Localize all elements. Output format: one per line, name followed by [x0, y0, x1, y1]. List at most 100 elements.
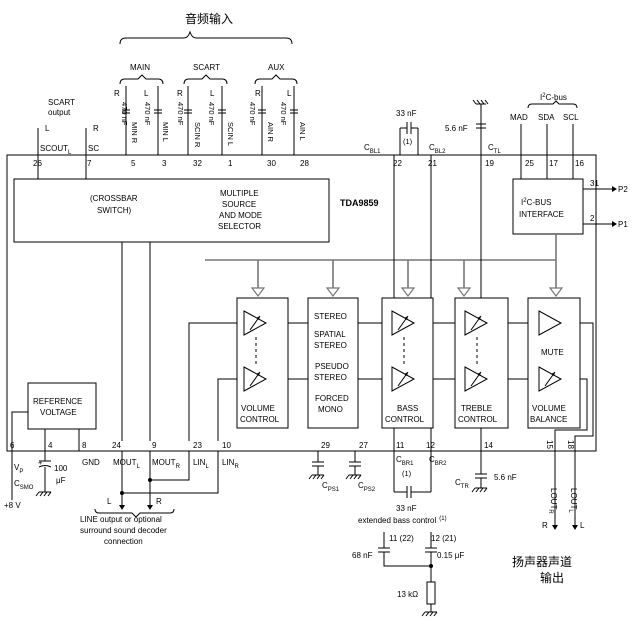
- cap-cbr: CBR1 CBR2 (1) 33 nF: [393, 428, 447, 513]
- svg-text:LOUTR: LOUTR: [547, 488, 558, 514]
- i2c-interface-label-2: INTERFACE: [519, 210, 564, 219]
- svg-text:15: 15: [545, 440, 554, 449]
- svg-text:AINL: AINL: [298, 122, 307, 141]
- svg-text:CTR: CTR: [455, 478, 469, 490]
- svg-text:L: L: [210, 89, 215, 98]
- selector-label-1: MULTIPLE: [220, 189, 259, 198]
- scout-l-label: SCOUTL: [40, 144, 72, 156]
- speaker-outputs: LOUTR LOUTL R L 扬声器声道 输出: [512, 451, 585, 585]
- scart-brace: [183, 74, 228, 85]
- mode-stereo: STEREO: [314, 312, 347, 321]
- scart-output-label-1: SCART: [48, 98, 75, 107]
- svg-text:21: 21: [428, 159, 437, 168]
- svg-text:CPS2: CPS2: [358, 481, 376, 493]
- input-aux-l: L 470 nF AINL 28: [279, 86, 309, 168]
- speaker-output-cn-2: 输出: [540, 570, 564, 585]
- svg-text:SCINR: SCINR: [193, 122, 202, 148]
- scart-output-label-2: output: [48, 108, 71, 117]
- main-brace: [119, 74, 164, 85]
- svg-text:4: 4: [48, 441, 53, 450]
- svg-text:470 nF: 470 nF: [143, 102, 152, 126]
- svg-text:MINR: MINR: [130, 122, 139, 144]
- svg-text:(1): (1): [403, 137, 413, 146]
- scout-r-label: SC: [88, 144, 99, 153]
- svg-text:470 nF: 470 nF: [207, 102, 216, 126]
- treble-amp-top: [464, 310, 489, 336]
- svg-text:470 nF: 470 nF: [120, 102, 129, 126]
- svg-text:33 nF: 33 nF: [396, 504, 417, 513]
- input-aux-r: R 470 nF AINR 30: [248, 86, 276, 168]
- svg-text:(1): (1): [402, 469, 412, 478]
- pin-7: 7: [87, 159, 92, 168]
- linl-label: LINL: [193, 458, 209, 470]
- svg-text:470 nF: 470 nF: [279, 102, 288, 126]
- group-main: MAIN: [130, 63, 150, 72]
- mute-amp: [538, 310, 563, 336]
- selector-label-3: AND MODE: [219, 211, 262, 220]
- input-brace: [119, 30, 293, 45]
- line-caption-2: surround sound decoder: [80, 526, 167, 535]
- svg-text:5.6 nF: 5.6 nF: [494, 473, 517, 482]
- plus8v-label: +8 V: [4, 501, 21, 510]
- svg-text:MONO: MONO: [318, 405, 343, 414]
- vp-label: VP: [14, 463, 23, 475]
- svg-text:10: 10: [222, 441, 231, 450]
- svg-text:CPS1: CPS1: [322, 481, 340, 493]
- mode-block: [307, 297, 359, 429]
- svg-text:68 nF: 68 nF: [352, 551, 373, 560]
- svg-text:CBR2: CBR2: [429, 455, 447, 467]
- linr-label: LINR: [222, 458, 239, 470]
- svg-text:30: 30: [267, 159, 276, 168]
- volume-amp-bottom: [243, 366, 268, 392]
- treble-label-2: CONTROL: [458, 415, 498, 424]
- chip-name: TDA9859: [340, 198, 379, 208]
- svg-text:11 (22): 11 (22): [389, 534, 414, 543]
- svg-text:33 nF: 33 nF: [396, 109, 417, 118]
- svg-text:CBL2: CBL2: [429, 143, 446, 155]
- i2c-interface-block: [512, 178, 584, 235]
- svg-text:STEREO: STEREO: [314, 341, 347, 350]
- c100-unit: μF: [56, 476, 66, 485]
- volume-control-block: [236, 297, 289, 429]
- treble-amp-bottom: [464, 366, 489, 392]
- svg-text:24: 24: [112, 441, 121, 450]
- cap-cps: CPS1 CPS2: [308, 451, 376, 493]
- chip-outline: [6, 154, 597, 452]
- svg-text:11: 11: [396, 441, 405, 450]
- input-scart-r: R 470 nF SCINR 32: [176, 86, 202, 168]
- c100-label: 100: [54, 464, 68, 473]
- svg-text:28: 28: [300, 159, 309, 168]
- crossbar-label-1: (CROSSBAR: [90, 194, 138, 203]
- svg-text:12 (21): 12 (21): [431, 534, 457, 543]
- svg-text:extended bass control(1): extended bass control(1): [358, 516, 447, 525]
- bass-amp-bottom: [391, 366, 416, 392]
- svg-text:2: 2: [590, 214, 595, 223]
- svg-text:SCL: SCL: [563, 113, 579, 122]
- group-scart: SCART: [193, 63, 220, 72]
- line-caption-3: connection: [104, 537, 143, 546]
- svg-text:29: 29: [321, 441, 330, 450]
- mute-label: MUTE: [541, 348, 564, 357]
- svg-text:32: 32: [193, 159, 202, 168]
- svg-text:8: 8: [82, 441, 87, 450]
- moutr-label: MOUTR: [152, 458, 181, 470]
- selector-label-4: SELECTOR: [218, 222, 261, 231]
- svg-text:R: R: [255, 89, 261, 98]
- bass-amp-top: [391, 310, 416, 336]
- speaker-output-cn-1: 扬声器声道: [512, 554, 572, 569]
- title-audio-input: 音频输入: [185, 11, 233, 26]
- svg-text:I2C-bus: I2C-bus: [540, 93, 567, 102]
- crossbar-label-2: SWITCH): [97, 206, 132, 215]
- svg-text:25: 25: [525, 159, 534, 168]
- scart-output-l: L: [45, 124, 50, 133]
- i2c-bus: I2C-bus MAD SDA SCL 25 17 16: [510, 93, 584, 179]
- svg-text:L: L: [287, 89, 292, 98]
- csmo-label: CSMO: [14, 479, 34, 491]
- svg-text:STEREO: STEREO: [314, 373, 347, 382]
- scart-output-r: R: [93, 124, 99, 133]
- svg-text:L: L: [580, 521, 585, 530]
- svg-text:CBR1: CBR1: [396, 455, 414, 467]
- treble-label-1: TREBLE: [461, 404, 492, 413]
- svg-text:6: 6: [10, 441, 15, 450]
